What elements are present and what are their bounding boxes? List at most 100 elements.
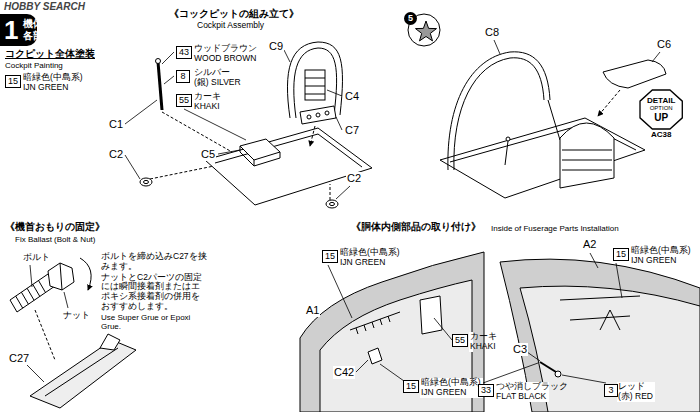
part-number: C8	[484, 26, 500, 39]
ballast-parts	[100, 334, 120, 350]
cockpit-parts	[330, 184, 331, 200]
cockpit-parts	[305, 70, 325, 100]
ballast-parts	[24, 362, 44, 382]
leader-line	[125, 155, 140, 179]
leader-line	[162, 52, 174, 64]
color-number-box: 3	[604, 384, 618, 397]
part-number: C1	[108, 118, 124, 131]
cockpit-parts	[140, 42, 372, 208]
section-heading: 《胴体内側部品の取り付け》	[350, 222, 482, 233]
cockpit-parts	[307, 115, 311, 119]
cockpit-assembled	[598, 90, 620, 116]
badge-text: DETAIL	[647, 96, 675, 105]
fuselage-half	[540, 362, 556, 372]
paint-heading: コクピット全体塗装	[4, 49, 96, 60]
color-number: 43	[179, 47, 189, 57]
section-heading: 《コックピットの組み立て》	[168, 8, 300, 20]
cockpit-parts	[300, 106, 336, 124]
cockpit-parts	[240, 139, 280, 160]
octagon-badge: DETAILOPTIONUP	[640, 90, 682, 129]
cockpit-parts	[305, 78, 325, 94]
decal-star	[416, 21, 437, 41]
ballast-parts	[64, 292, 68, 308]
cockpit-assembled	[506, 137, 510, 141]
decal-star	[408, 14, 440, 46]
cockpit-parts	[156, 59, 161, 64]
color-name: つや消しブラック FLAT BLACK	[495, 382, 549, 402]
decal-number: 5	[408, 13, 413, 23]
ballast-parts	[80, 258, 91, 290]
cockpit-assembled	[494, 40, 500, 54]
leader-line	[164, 76, 174, 84]
detail-up-badge: DETAILOPTIONUPAC38	[640, 90, 682, 140]
color-number: 15	[616, 249, 626, 259]
color-number: 55	[179, 95, 189, 105]
color-number-box: 43	[176, 46, 192, 59]
part-number: C5	[200, 148, 216, 161]
color-number-box: 15	[5, 75, 21, 88]
cockpit-assembled	[454, 58, 544, 170]
cockpit-parts	[325, 111, 329, 115]
cockpit-assembled	[440, 40, 666, 198]
leader-line	[336, 117, 342, 130]
color-number: 3	[608, 385, 613, 395]
leader-line	[328, 253, 622, 383]
color-number-box: 8	[176, 70, 190, 83]
part-number: C7	[344, 124, 360, 137]
color-number-box: 55	[176, 94, 192, 107]
leader-line	[380, 364, 404, 381]
ballast-parts	[16, 281, 46, 309]
color-name: 暗緑色(中島系) IJN GREEN	[420, 378, 483, 398]
note-text: ナットとC2パーツの固定には瞬間接着剤またはエポキシ系接着剤の併用をおすすめしま…	[100, 273, 208, 312]
ballast-parts	[48, 263, 74, 290]
color-name: カーキ KHAKI	[193, 92, 197, 112]
section-heading-en: Fix Ballast (Bolt & Nut)	[14, 235, 96, 244]
cockpit-assembled	[448, 52, 550, 170]
part-number: C27	[8, 352, 30, 365]
color-name: 暗緑色(中島系) IJN GREEN	[22, 73, 85, 93]
leader-line	[336, 186, 350, 199]
color-name: レッド(赤) RED	[617, 382, 655, 402]
part-name: ボルト	[22, 252, 51, 262]
color-name: カーキ KHAKI	[469, 332, 473, 352]
ballast-parts	[35, 310, 55, 360]
leader-line	[562, 375, 606, 383]
color-number: 15	[8, 76, 18, 86]
leader-line	[616, 263, 622, 298]
color-name: 暗緑色(中島系) IJN GREEN	[630, 246, 693, 266]
color-number: 33	[481, 385, 491, 395]
cockpit-parts	[215, 134, 362, 167]
color-name: ウッドブラウン WOOD BROWN	[193, 44, 259, 64]
part-number: C4	[344, 90, 360, 103]
cockpit-parts	[144, 180, 149, 183]
leader-line	[483, 363, 538, 383]
decal-star	[408, 14, 440, 46]
part-name: ナット	[62, 310, 91, 320]
decal-number-disc: 5	[404, 12, 417, 25]
leader-line	[125, 50, 350, 199]
fuselage-half	[300, 252, 700, 412]
cockpit-assembled	[562, 150, 612, 170]
cockpit-parts	[205, 128, 372, 205]
color-name: 暗緑色(中島系) IJN GREEN	[339, 248, 402, 268]
cockpit-parts	[150, 166, 214, 179]
cockpit-parts	[316, 113, 320, 117]
cockpit-assembled	[505, 141, 508, 165]
color-number: 15	[325, 251, 335, 261]
color-number-box: 15	[403, 380, 419, 393]
step-heading: 1機体内部 各部の組み立て	[0, 14, 37, 46]
section-heading-en: Cockpit Assembly	[196, 21, 265, 31]
leader-line	[527, 352, 540, 361]
leader-line	[284, 50, 290, 62]
part-number: C6	[656, 38, 672, 51]
color-number-box: 55	[452, 334, 468, 347]
part-number: C42	[333, 366, 355, 379]
color-number-box: 15	[322, 250, 338, 263]
color-number: 55	[455, 335, 465, 345]
leader-line	[184, 109, 246, 140]
color-number: 15	[406, 381, 416, 391]
ballast-parts	[10, 274, 55, 312]
fuselage-half	[420, 296, 442, 334]
fuselage-half	[368, 348, 382, 364]
